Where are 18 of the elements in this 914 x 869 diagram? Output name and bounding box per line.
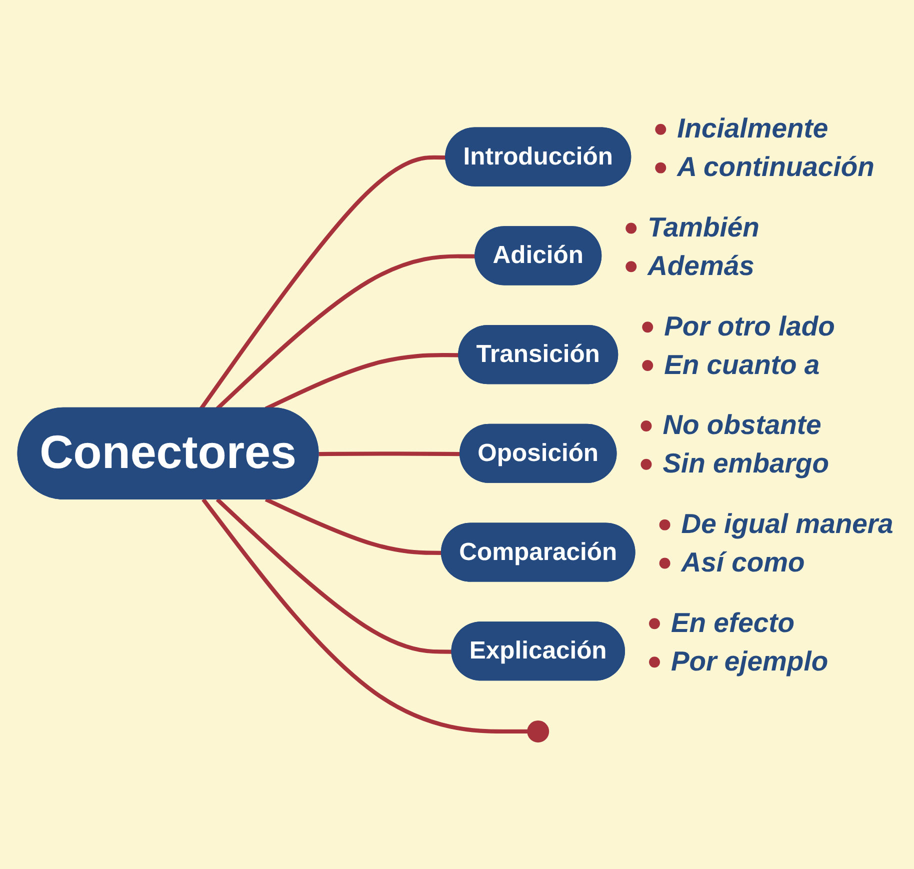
connector-example: Sin embargo <box>662 447 829 478</box>
connector-example: En efecto <box>670 606 795 638</box>
connector-example: Incialmente <box>677 116 828 144</box>
connector-example: También <box>648 211 760 242</box>
connector <box>318 451 461 456</box>
connector-example: Además <box>648 250 754 281</box>
connector <box>202 498 528 734</box>
connector-example: Por otro lado <box>664 310 835 341</box>
connector-example: No obstante <box>662 408 822 440</box>
connector-example: A continuación <box>677 150 874 182</box>
connector-example: En cuanto a <box>664 348 820 380</box>
connector-example: De igual manera <box>681 508 894 539</box>
connector-example: Así como <box>681 546 805 578</box>
connector-example: Por ejemplo <box>670 645 828 676</box>
connector <box>216 254 476 410</box>
connector <box>264 497 442 555</box>
node-circle <box>527 720 550 742</box>
connector <box>216 498 453 654</box>
